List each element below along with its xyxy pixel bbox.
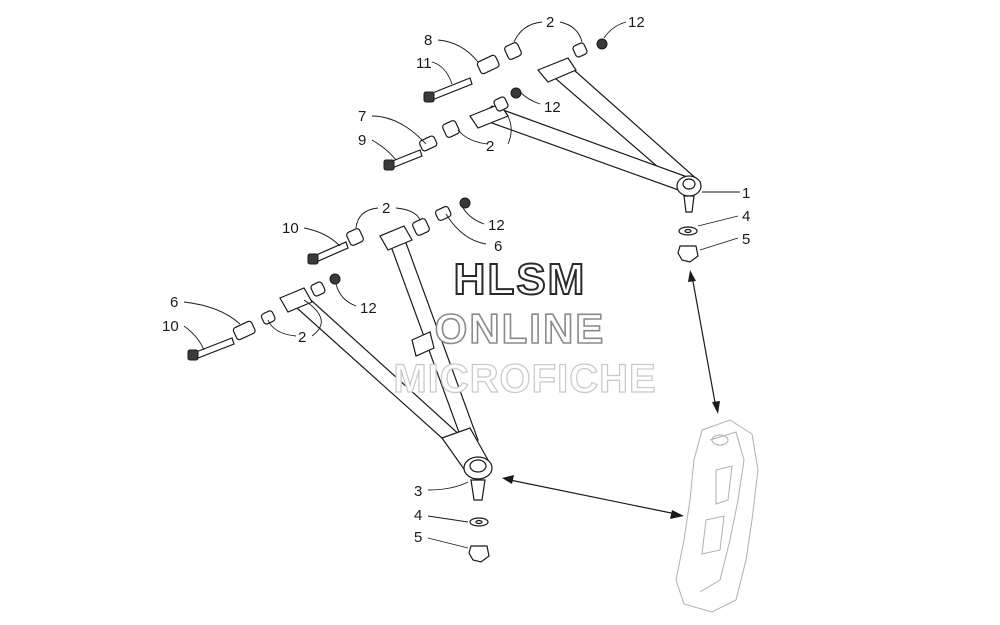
spindle-outline xyxy=(675,419,759,613)
callout-2-upper-mid: 2 xyxy=(486,138,494,155)
callout-12-lower-top: 12 xyxy=(488,217,505,234)
callout-3: 3 xyxy=(414,483,422,500)
callout-11: 11 xyxy=(416,55,432,72)
lower-hardware xyxy=(187,197,490,563)
upper-hardware xyxy=(383,38,699,263)
callout-6-lower-top: 6 xyxy=(494,238,502,255)
callout-1: 1 xyxy=(742,185,750,202)
lower-a-arm xyxy=(279,225,493,501)
callout-12-upper-mid: 12 xyxy=(544,99,561,116)
callout-6-lower-left: 6 xyxy=(170,294,178,311)
callout-8: 8 xyxy=(424,32,432,49)
callout-2-lower-mid: 2 xyxy=(298,329,306,346)
callout-2-lower-top: 2 xyxy=(382,200,390,217)
callout-10-lower-top: 10 xyxy=(282,220,299,237)
callout-numbers: 8 11 2 12 12 7 9 2 1 4 5 10 2 12 6 6 10 … xyxy=(162,14,750,546)
callout-10-lower-left: 10 xyxy=(162,318,179,335)
callout-4-upper: 4 xyxy=(742,208,750,225)
callout-12-lower-mid: 12 xyxy=(360,300,377,317)
callout-9: 9 xyxy=(358,132,366,149)
watermark-line-1: HLSM xyxy=(453,254,587,305)
callout-4-lower: 4 xyxy=(414,507,422,524)
callout-2-upper-top: 2 xyxy=(546,14,554,31)
watermark-line-3: MICROFICHE xyxy=(393,356,657,401)
watermark-line-2: ONLINE xyxy=(434,304,606,353)
callout-5-upper: 5 xyxy=(742,231,750,248)
upper-a-arm xyxy=(469,57,702,213)
assembly-arrows xyxy=(502,270,720,519)
callout-12-upper-top: 12 xyxy=(628,14,645,31)
leader-lines xyxy=(183,21,740,549)
callout-7: 7 xyxy=(358,108,366,125)
callout-5-lower: 5 xyxy=(414,529,422,546)
